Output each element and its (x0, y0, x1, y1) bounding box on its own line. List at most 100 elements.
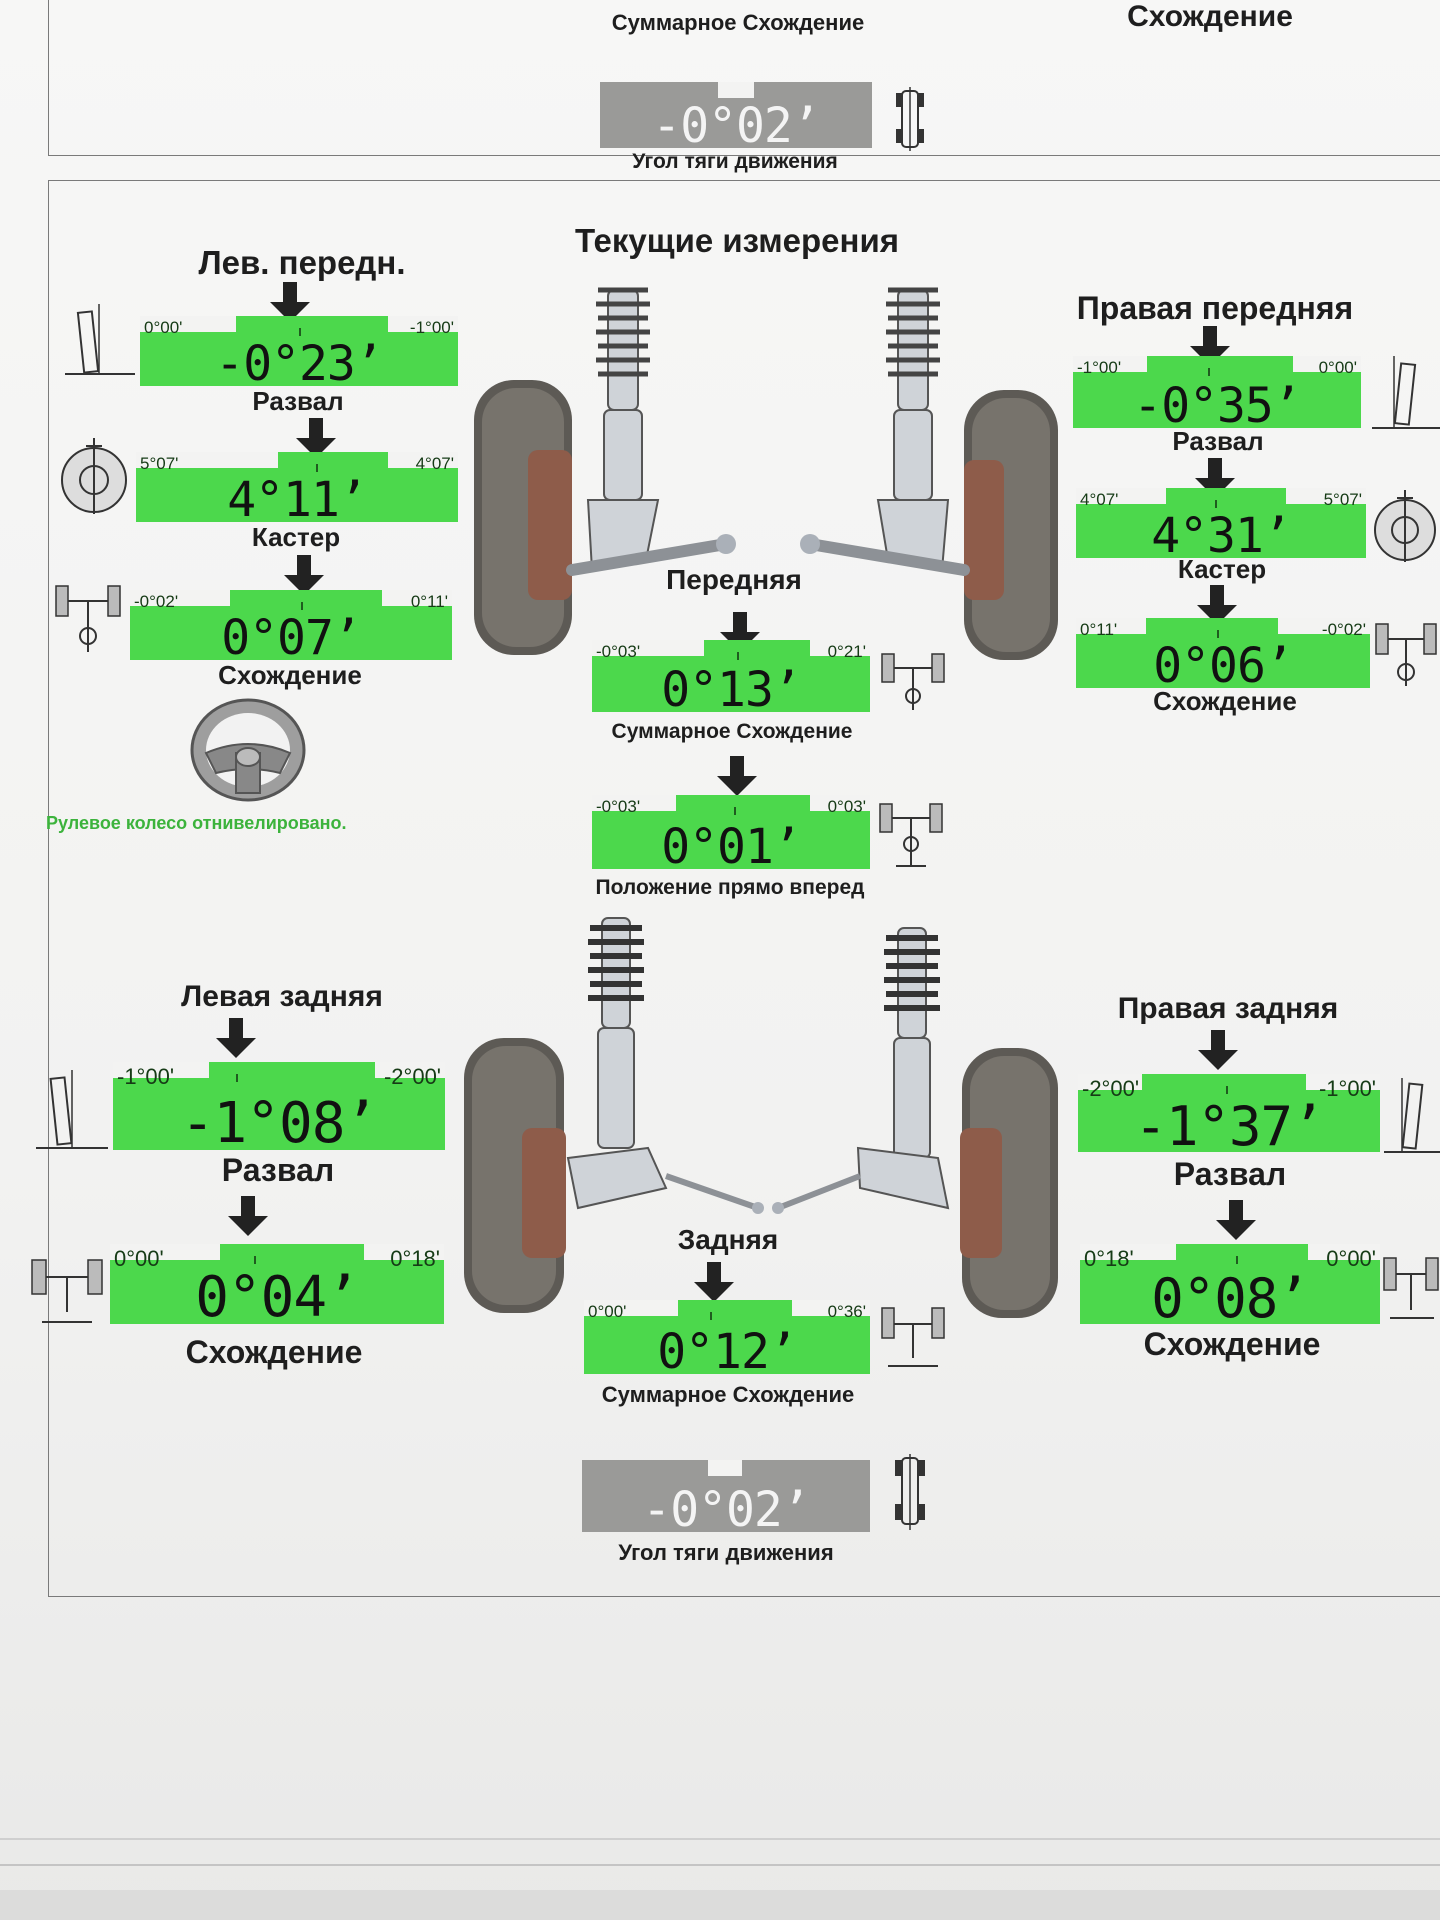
right-front-caster-max: 5°07' (1323, 490, 1362, 509)
thrust-icon (895, 1454, 925, 1530)
left-front-camber-value: -0°23’ (215, 336, 383, 392)
toe-icon (55, 585, 121, 652)
top-thrust-label: Угол тяги движения (632, 150, 838, 173)
thrust-angle-label: Угол тяги движения (618, 1540, 834, 1565)
right-front-toe-value: 0°06’ (1153, 638, 1294, 694)
top-thrust-gauge: -0°02’ (600, 82, 872, 154)
left-rear-camber-value: -1°08’ (180, 1091, 378, 1156)
left-front-camber-label: Развал (252, 386, 344, 416)
top-total-toe-label: Суммарное Схождение (611, 10, 865, 35)
right-front-toe-max: -0°02' (1321, 620, 1366, 639)
left-front-toe-min: -0°02' (134, 592, 179, 611)
rear-suspension-image (464, 917, 1058, 1318)
straight-ahead-label: Положение прямо вперед (595, 876, 865, 899)
thrust-icon (896, 87, 924, 151)
straight-ahead-value: 0°01’ (661, 819, 802, 875)
right-rear-camber-gauge: -2°00' -1°00' -1°37’ (1078, 1074, 1380, 1158)
front-total-toe-gauge: -0°03' 0°21' 0°13’ (592, 640, 870, 718)
left-front-caster-min: 5°07' (140, 454, 179, 473)
thrust-angle-value: -0°02’ (642, 1482, 810, 1538)
right-rear-camber-min: -2°00' (1082, 1076, 1140, 1101)
right-rear-toe-gauge: 0°18' 0°00' 0°08’ (1080, 1244, 1380, 1330)
toe-icon (31, 1259, 103, 1323)
left-front-caster-value: 4°11’ (227, 472, 368, 528)
left-rear-camber-max: -2°00' (383, 1064, 441, 1089)
left-front-toe-label: Схождение (218, 660, 362, 690)
right-rear-camber-max: -1°00' (1318, 1076, 1376, 1101)
right-front-caster-label: Кастер (1177, 554, 1267, 584)
right-rear-toe-min: 0°18' (1084, 1246, 1134, 1271)
left-rear-camber-min: -1°00' (117, 1064, 175, 1089)
right-front-camber-gauge: -1°00' 0°00' -0°35’ (1073, 356, 1361, 434)
right-front-toe-gauge: 0°11' -0°02' 0°06’ (1076, 618, 1370, 694)
front-suspension-image (474, 287, 1058, 660)
left-rear-toe-value: 0°04’ (195, 1265, 360, 1330)
rear-total-toe-gauge: 0°00' 0°36' 0°12’ (584, 1300, 870, 1380)
front-axle-label: Передняя (666, 564, 802, 595)
right-rear-camber-label: Развал (1173, 1156, 1287, 1192)
rear-total-toe-label: Суммарное Схождение (601, 1382, 855, 1407)
right-front-camber-label: Развал (1172, 426, 1264, 456)
right-rear-toe-max: 0°00' (1326, 1246, 1376, 1271)
right-rear-camber-value: -1°37’ (1134, 1095, 1324, 1158)
camber-icon (1372, 356, 1440, 429)
main-section-frame (48, 180, 1440, 1597)
left-rear-toe-label: Схождение (185, 1334, 363, 1370)
right-front-toe-label: Схождение (1153, 686, 1297, 716)
front-total-toe-max: 0°21' (827, 642, 866, 661)
page-edge-3 (0, 1890, 1440, 1920)
caster-icon (61, 438, 127, 514)
left-front-camber-min: 0°00' (144, 318, 183, 337)
straight-ahead-max: 0°03' (827, 797, 866, 816)
page-edge-2 (0, 1864, 1440, 1866)
steering-wheel-icon (190, 698, 306, 802)
left-rear-camber-label: Развал (221, 1152, 335, 1188)
right-rear-title: Правая задняя (1117, 992, 1339, 1025)
left-front-toe-max: 0°11' (410, 592, 448, 611)
straight-ahead-min: -0°03' (596, 797, 641, 816)
left-front-caster-label: Кастер (251, 522, 341, 552)
total-toe-icon (881, 1307, 945, 1367)
toe-icon (1375, 623, 1437, 686)
camber-icon (36, 1070, 108, 1149)
main-title: Текущие измерения (574, 222, 900, 259)
right-front-camber-max: 0°00' (1318, 358, 1357, 377)
top-section-frame (48, 0, 1440, 156)
right-front-toe-min: 0°11' (1080, 620, 1118, 639)
right-front-camber-min: -1°00' (1077, 358, 1122, 377)
front-total-toe-value: 0°13’ (661, 662, 802, 718)
thrust-angle-gauge: -0°02’ (582, 1460, 870, 1538)
toe-icon (1383, 1257, 1439, 1319)
rear-total-toe-min: 0°00' (588, 1302, 627, 1321)
right-front-camber-value: -0°35’ (1133, 378, 1301, 434)
left-rear-camber-gauge: -1°00' -2°00' -1°08’ (113, 1062, 445, 1156)
left-front-toe-gauge: -0°02' 0°11' 0°07’ (130, 590, 452, 666)
left-rear-toe-max: 0°18' (390, 1246, 440, 1271)
right-front-caster-min: 4°07' (1080, 490, 1119, 509)
camber-icon (1384, 1078, 1440, 1153)
right-front-title: Правая передняя (1076, 290, 1354, 326)
left-front-camber-max: -1°00' (409, 318, 454, 337)
front-total-toe-label: Суммарное Схождение (611, 720, 853, 743)
right-rear-toe-label: Схождение (1143, 1326, 1321, 1362)
rear-total-toe-max: 0°36' (827, 1302, 866, 1321)
left-rear-title: Левая задняя (181, 980, 383, 1013)
left-front-caster-max: 4°07' (415, 454, 454, 473)
page-edge-1 (0, 1838, 1440, 1840)
left-rear-toe-gauge: 0°00' 0°18' 0°04’ (110, 1244, 444, 1330)
left-rear-toe-min: 0°00' (114, 1246, 164, 1271)
right-front-caster-gauge: 4°07' 5°07' 4°31’ (1076, 488, 1366, 564)
straight-ahead-gauge: -0°03' 0°03' 0°01’ (592, 795, 870, 875)
rear-axle-label: Задняя (677, 1224, 779, 1255)
top-toe-label: Схождение (1127, 0, 1293, 33)
left-front-caster-gauge: 5°07' 4°07' 4°11’ (136, 452, 458, 528)
front-total-toe-min: -0°03' (596, 642, 641, 661)
right-rear-toe-value: 0°08’ (1151, 1267, 1310, 1330)
rear-total-toe-value: 0°12’ (657, 1324, 798, 1380)
left-front-toe-value: 0°07’ (221, 610, 362, 666)
left-front-title: Лев. передн. (198, 244, 406, 281)
total-toe-icon (881, 653, 945, 710)
camber-icon (65, 304, 135, 375)
caster-icon (1374, 490, 1436, 562)
left-front-camber-gauge: 0°00' -1°00' -0°23’ (140, 316, 458, 392)
